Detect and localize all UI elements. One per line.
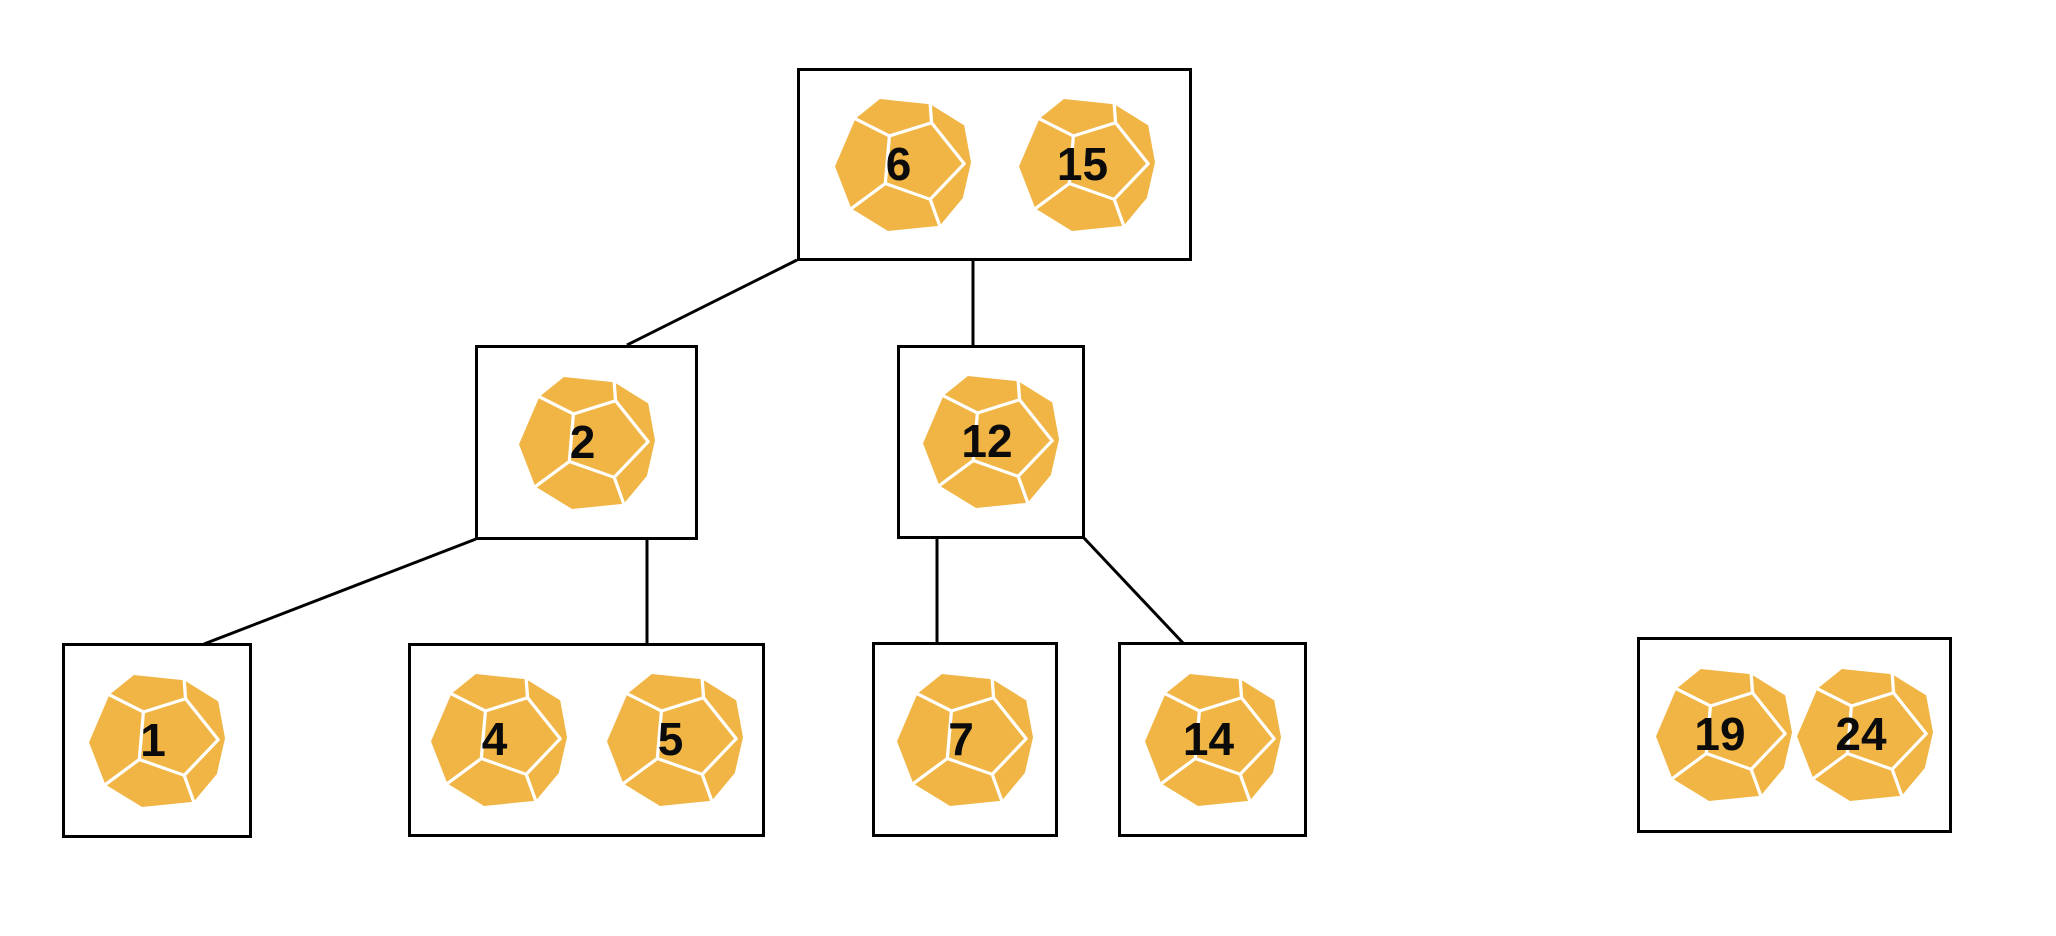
die-24[interactable]: 24 <box>1797 669 1933 801</box>
d12-die-icon <box>1797 669 1933 801</box>
tree-node-right-child[interactable]: 12 <box>897 345 1085 539</box>
d12-die-icon <box>923 376 1059 508</box>
d12-die-icon <box>1018 98 1155 231</box>
die-1[interactable]: 1 <box>89 674 225 807</box>
tree-node-leaf-1[interactable]: 1 <box>62 643 252 838</box>
tree-node-root[interactable]: 6 15 <box>797 68 1192 261</box>
d12-die-icon <box>1656 669 1792 801</box>
tree-node-leaf-14[interactable]: 14 <box>1118 642 1307 837</box>
die-15[interactable]: 15 <box>1018 98 1155 231</box>
d12-die-icon <box>834 98 971 231</box>
tree-node-left-child[interactable]: 2 <box>475 345 698 540</box>
edge-right-to-leaf14 <box>1082 536 1185 645</box>
d12-die-icon <box>89 674 225 807</box>
die-2[interactable]: 2 <box>518 376 655 509</box>
die-4[interactable]: 4 <box>430 674 567 806</box>
d12-die-icon <box>518 376 655 509</box>
edge-root-left <box>626 258 798 347</box>
die-19[interactable]: 19 <box>1656 669 1792 801</box>
edge-left-to-leaf1 <box>203 537 477 646</box>
d12-die-icon <box>897 673 1033 806</box>
die-5[interactable]: 5 <box>606 674 743 806</box>
die-12[interactable]: 12 <box>923 376 1059 508</box>
d12-die-icon <box>430 674 567 806</box>
die-14[interactable]: 14 <box>1144 673 1281 806</box>
tree-node-detached[interactable]: 19 24 <box>1637 637 1952 833</box>
die-7[interactable]: 7 <box>897 673 1033 806</box>
d12-die-icon <box>1144 673 1281 806</box>
d12-die-icon <box>606 674 743 806</box>
die-6[interactable]: 6 <box>834 98 971 231</box>
tree-node-leaf-7[interactable]: 7 <box>872 642 1058 837</box>
tree-node-leaf-4-5[interactable]: 4 5 <box>408 643 765 837</box>
